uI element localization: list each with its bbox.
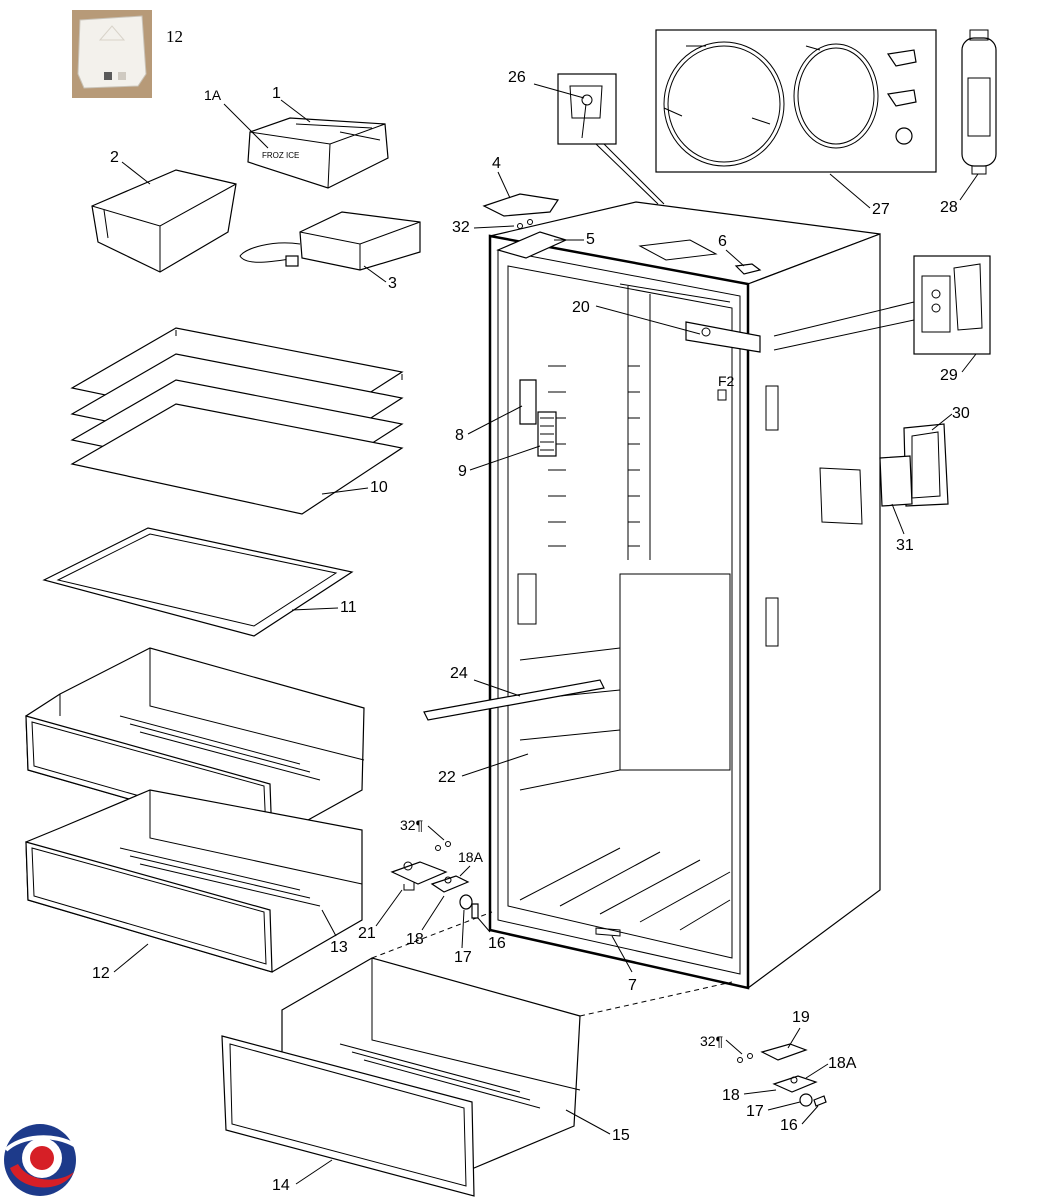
callout-19: 19 bbox=[792, 1009, 810, 1026]
callout-20: 20 bbox=[572, 299, 590, 316]
part-17-bushing bbox=[459, 894, 473, 910]
callout-30: 30 bbox=[952, 405, 970, 422]
part-10-glass-shelves bbox=[70, 327, 404, 515]
part-24-rail bbox=[423, 679, 605, 721]
callout-11: 11 bbox=[340, 599, 357, 616]
callout-5: 5 bbox=[586, 231, 595, 248]
callout-17-right: 17 bbox=[746, 1103, 764, 1120]
callout-8: 8 bbox=[455, 427, 464, 444]
part-8-light bbox=[519, 379, 537, 425]
part-12-crisper-lower bbox=[25, 789, 363, 973]
part-2-tray bbox=[91, 169, 237, 273]
screw-a bbox=[435, 845, 441, 851]
screw-b bbox=[445, 841, 451, 847]
part-18-hinge-right bbox=[772, 1075, 818, 1093]
part-27-water-tubing bbox=[655, 29, 937, 173]
screw-c bbox=[737, 1057, 743, 1063]
callout-2: 2 bbox=[110, 149, 119, 166]
part-29-control-inset bbox=[913, 255, 991, 355]
part-16-pin-right bbox=[813, 1095, 827, 1107]
part-17-bushing-right bbox=[799, 1093, 813, 1107]
callout-12-photo: 12 bbox=[166, 27, 183, 46]
part-9-cover bbox=[537, 411, 557, 457]
part-11-shelf bbox=[42, 527, 354, 637]
part-16-pin bbox=[471, 903, 479, 919]
part-14-drawer-front bbox=[221, 1035, 475, 1197]
callout-6: 6 bbox=[718, 233, 727, 250]
callout-21: 21 bbox=[358, 925, 376, 942]
callout-32b: 32¶ bbox=[400, 817, 423, 833]
part-28-water-filter bbox=[961, 29, 997, 175]
callout-7: 7 bbox=[628, 977, 637, 994]
callout-14: 14 bbox=[272, 1177, 290, 1194]
callout-16-left: 16 bbox=[488, 935, 506, 952]
callout-27: 27 bbox=[872, 201, 890, 218]
part-21-hinge-bottom bbox=[390, 861, 448, 891]
callout-13: 13 bbox=[330, 939, 348, 956]
part-6-cap bbox=[734, 263, 762, 275]
callout-32c: 32¶ bbox=[700, 1033, 723, 1049]
callout-28: 28 bbox=[940, 199, 958, 216]
part-12-photo bbox=[72, 10, 152, 98]
brand-logo-icon bbox=[4, 1124, 78, 1196]
part-4-hinge-cover bbox=[482, 193, 560, 217]
callout-16-right: 16 bbox=[780, 1117, 798, 1134]
part-1-ice-bucket: FROZ ICE bbox=[247, 117, 389, 189]
callout-31: 31 bbox=[896, 537, 914, 554]
callout-18a-right: 18A bbox=[828, 1055, 857, 1072]
part-18-hinge-pin-block bbox=[430, 875, 470, 893]
part-3-ice-maker bbox=[239, 211, 421, 271]
part-1a-mark: FROZ ICE bbox=[262, 151, 299, 160]
callout-1a: 1A bbox=[204, 87, 222, 103]
callout-29: 29 bbox=[940, 367, 958, 384]
callout-9: 9 bbox=[458, 463, 467, 480]
callout-15: 15 bbox=[612, 1127, 630, 1144]
callout-18a-left: 18A bbox=[458, 849, 484, 865]
part-26-inset bbox=[557, 73, 617, 145]
callout-17-left: 17 bbox=[454, 949, 472, 966]
cabinet-mark: F2 bbox=[718, 373, 735, 389]
callout-10: 10 bbox=[370, 479, 388, 496]
refrigerator-cabinet: F2 bbox=[488, 201, 881, 990]
callout-3: 3 bbox=[388, 275, 397, 292]
part-19-hinge-cover bbox=[760, 1043, 808, 1061]
callout-18-left: 18 bbox=[406, 931, 424, 948]
callout-32a: 32 bbox=[452, 219, 470, 236]
callout-4: 4 bbox=[492, 155, 501, 172]
part-31-mount-plate bbox=[879, 455, 913, 507]
callout-22: 22 bbox=[438, 769, 456, 786]
callout-24: 24 bbox=[450, 665, 468, 682]
screw-d bbox=[747, 1053, 753, 1059]
callout-18-right: 18 bbox=[722, 1087, 740, 1104]
callout-1: 1 bbox=[272, 85, 281, 102]
callout-26: 26 bbox=[508, 69, 526, 86]
callout-12: 12 bbox=[92, 965, 110, 982]
